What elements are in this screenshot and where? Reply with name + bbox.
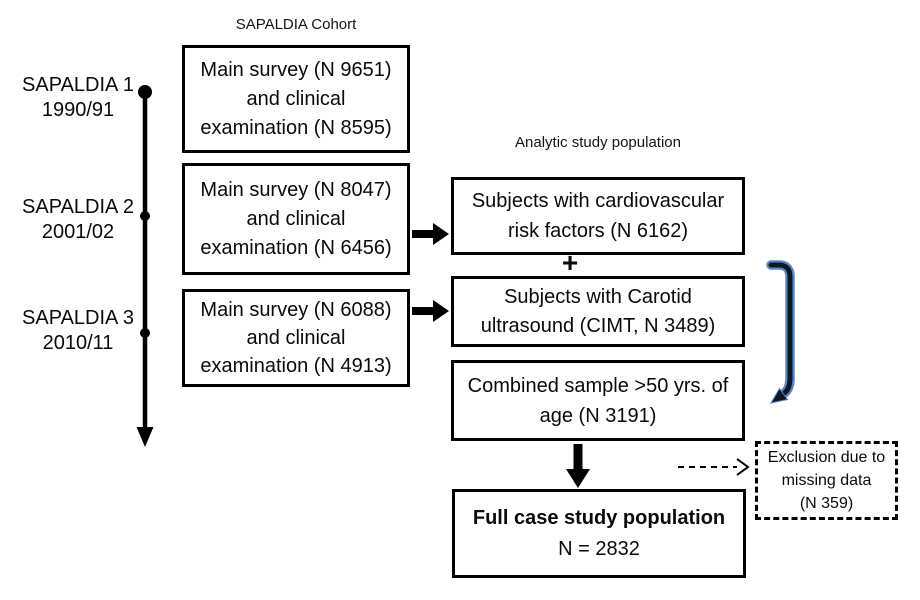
era-name: SAPALDIA 3 <box>22 307 134 329</box>
box-full-case-study-population: Full case study population N = 2832 <box>452 489 746 578</box>
box-line: and clinical <box>246 87 346 110</box>
box-line: N = 2832 <box>558 537 640 560</box>
box-line: Exclusion due to <box>767 449 886 466</box>
box-survey1: Main survey (N 9651) and clinical examin… <box>182 45 410 153</box>
era-label-sapaldia2: SAPALDIA 2 2001/02 <box>5 195 151 245</box>
box-survey2: Main survey (N 8047) and clinical examin… <box>182 163 410 275</box>
bracket-arrow-core <box>768 262 793 397</box>
era-name: SAPALDIA 2 <box>22 196 134 218</box>
box-line: Main survey (N 6088) <box>200 299 392 321</box>
dashed-arrow-to-exclusion-head-icon <box>736 458 750 476</box>
box-line: missing data <box>781 472 872 489</box>
bracket-arrowhead-icon <box>769 387 789 404</box>
box-line: ultrasound (CIMT, N 3489) <box>480 314 716 337</box>
box-line: examination (N 4913) <box>200 355 392 377</box>
box-survey3: Main survey (N 6088) and clinical examin… <box>182 289 410 387</box>
era-label-sapaldia3: SAPALDIA 3 2010/11 <box>5 306 151 356</box>
timeline-arrowhead-icon <box>136 427 154 447</box>
box-line: Subjects with Carotid <box>504 285 692 308</box>
arrow-combined-to-full-icon <box>566 444 590 488</box>
box-line: Combined sample >50 yrs. of <box>467 374 729 397</box>
analytic-column-title: Analytic study population <box>515 134 681 151</box>
era-years: 2001/02 <box>41 221 115 243</box>
arrow-survey3-to-cimt-icon <box>412 300 449 322</box>
box-exclusion: Exclusion due to missing data (N 359) <box>755 441 898 520</box>
box-line: Subjects with cardiovascular <box>471 190 725 212</box>
box-line: and clinical <box>246 207 346 230</box>
era-name: SAPALDIA 1 <box>22 74 134 96</box>
box-line: and clinical <box>246 327 346 349</box>
box-line: risk factors (N 6162) <box>507 220 689 242</box>
box-line: age (N 3191) <box>539 404 657 427</box>
box-carotid-ultrasound: Subjects with Carotid ultrasound (CIMT, … <box>451 276 745 347</box>
cohort-column-title: SAPALDIA Cohort <box>235 16 357 33</box>
box-line: examination (N 8595) <box>200 116 392 139</box>
bracket-arrow-outline <box>766 260 795 399</box>
arrow-survey2-to-risk-icon <box>412 223 449 245</box>
era-years: 1990/91 <box>41 99 115 121</box>
plus-sign: + <box>561 247 579 278</box>
box-line: Main survey (N 8047) <box>200 178 392 201</box>
box-line: Main survey (N 9651) <box>200 58 392 81</box>
box-risk-factors: Subjects with cardiovascular risk factor… <box>451 177 745 255</box>
bracket-arrow-icon <box>766 260 795 404</box>
box-line: examination (N 6456) <box>200 236 392 259</box>
era-label-sapaldia1: SAPALDIA 1 1990/91 <box>5 73 151 123</box>
box-line: Full case study population <box>472 506 726 529</box>
era-years: 2010/11 <box>42 332 114 354</box>
box-line: (N 359) <box>799 495 854 512</box>
box-combined-sample: Combined sample >50 yrs. of age (N 3191) <box>451 360 745 441</box>
